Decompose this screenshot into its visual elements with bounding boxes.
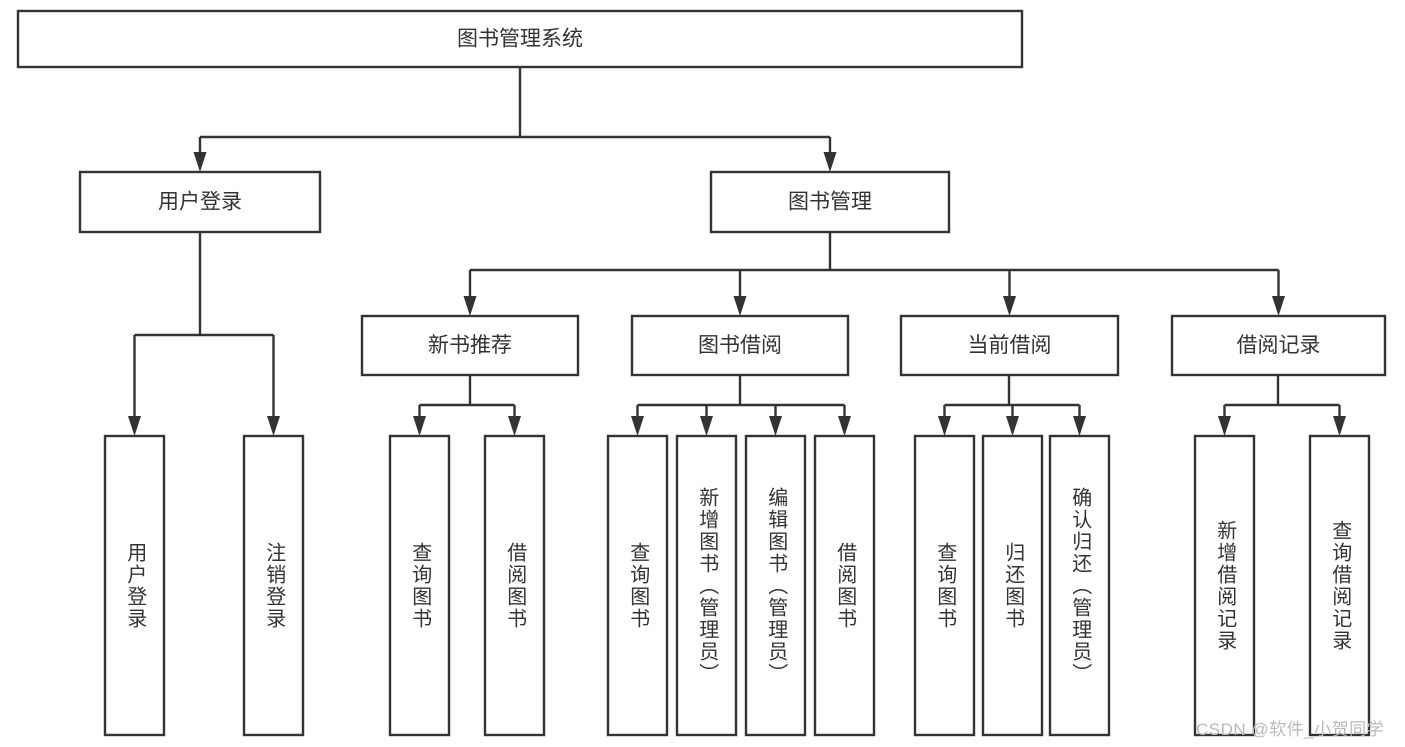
node-box-leaf-query-book-borrow[interactable] bbox=[606, 434, 669, 737]
node-box-leaf-borrow-book[interactable] bbox=[813, 434, 876, 737]
arrow-head-icon bbox=[769, 416, 782, 436]
arrow-head-icon bbox=[1218, 416, 1231, 436]
arrow-head-icon bbox=[838, 416, 851, 436]
node-box-current-borrow[interactable] bbox=[899, 314, 1120, 377]
connector-group bbox=[128, 232, 280, 436]
node-label-user-login: 用户登录 bbox=[158, 191, 242, 214]
node-box-leaf-logout[interactable] bbox=[242, 434, 305, 737]
arrow-head-icon bbox=[267, 416, 280, 436]
node-box-leaf-user-login[interactable] bbox=[103, 434, 166, 737]
connector-group bbox=[413, 375, 521, 436]
node-box-book-borrow[interactable] bbox=[630, 314, 850, 377]
arrow-head-icon bbox=[938, 416, 951, 436]
node-box-leaf-query-book-cur[interactable] bbox=[913, 434, 976, 737]
arrow-head-icon bbox=[508, 416, 521, 436]
arrow-head-icon bbox=[1073, 416, 1086, 436]
arrow-head-icon bbox=[193, 152, 207, 172]
node-box-leaf-confirm-return[interactable] bbox=[1048, 434, 1111, 737]
connector-group bbox=[631, 375, 851, 436]
arrow-head-icon bbox=[700, 416, 713, 436]
node-label-root: 图书管理系统 bbox=[457, 28, 583, 51]
node-box-new-book-recommend[interactable] bbox=[360, 314, 580, 377]
node-box-user-login[interactable] bbox=[78, 170, 322, 234]
arrow-head-icon bbox=[823, 152, 837, 172]
arrow-head-icon bbox=[1006, 416, 1019, 436]
node-label-borrow-record: 借阅记录 bbox=[1237, 334, 1321, 357]
node-box-leaf-query-record[interactable] bbox=[1308, 434, 1371, 737]
connector-layer bbox=[128, 67, 1346, 436]
node-box-borrow-record[interactable] bbox=[1170, 314, 1387, 377]
watermark-credit: CSDN @软件_小贺同学 bbox=[1196, 720, 1385, 739]
connector-group bbox=[193, 67, 837, 172]
node-box-leaf-add-book[interactable] bbox=[675, 434, 738, 737]
node-box-book-management[interactable] bbox=[709, 170, 951, 234]
node-box-leaf-add-record[interactable] bbox=[1193, 434, 1256, 737]
arrow-head-icon bbox=[1272, 296, 1285, 316]
arrow-head-icon bbox=[631, 416, 644, 436]
node-box-root[interactable] bbox=[16, 9, 1024, 69]
node-box-leaf-query-book-rec[interactable] bbox=[388, 434, 451, 737]
node-label-current-borrow: 当前借阅 bbox=[968, 334, 1052, 357]
arrow-head-icon bbox=[128, 416, 141, 436]
connector-group bbox=[938, 375, 1086, 436]
connector-group bbox=[1218, 375, 1346, 436]
arrow-head-icon bbox=[1333, 416, 1346, 436]
node-box-leaf-borrow-book-rec[interactable] bbox=[483, 434, 546, 737]
arrow-head-icon bbox=[413, 416, 426, 436]
arrow-head-icon bbox=[733, 296, 747, 316]
node-box-leaf-return-book[interactable] bbox=[981, 434, 1044, 737]
arrow-head-icon bbox=[1003, 296, 1016, 316]
node-label-new-book-recommend: 新书推荐 bbox=[428, 334, 512, 357]
node-label-book-management: 图书管理 bbox=[788, 191, 872, 214]
node-box-leaf-edit-book[interactable] bbox=[744, 434, 807, 737]
arrow-head-icon bbox=[463, 296, 477, 316]
node-box-layer bbox=[16, 9, 1387, 737]
node-label-book-borrow: 图书借阅 bbox=[698, 334, 782, 357]
connector-group bbox=[463, 232, 1285, 316]
